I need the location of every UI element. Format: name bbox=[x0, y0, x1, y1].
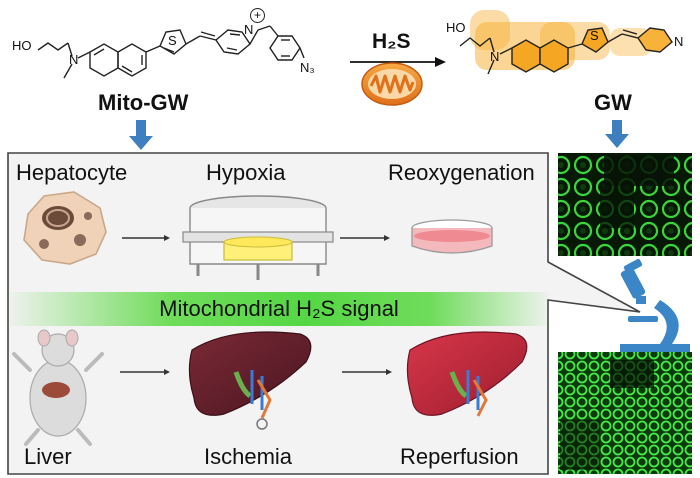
row2-label-liver: Liver bbox=[24, 444, 72, 469]
product-structure bbox=[459, 27, 673, 75]
row1-label-hypoxia: Hypoxia bbox=[206, 160, 286, 185]
product-sulfur-label: S bbox=[590, 28, 599, 43]
row2-label-ischemia: Ischemia bbox=[204, 444, 293, 469]
hypoxia-chamber-icon bbox=[182, 195, 334, 280]
product-hydroxyl-label: HO bbox=[446, 20, 466, 35]
reagent-label: H₂S bbox=[372, 30, 411, 53]
signal-label: Mitochondrial H₂S signal bbox=[159, 296, 399, 321]
product-nitrogen-label: N bbox=[490, 49, 500, 64]
hepatocyte-icon bbox=[23, 191, 107, 265]
row2-label-reperfusion: Reperfusion bbox=[400, 444, 519, 469]
reaction-arrow bbox=[350, 57, 446, 67]
blue-arrow-right bbox=[605, 120, 629, 148]
reperfused-liver-icon bbox=[406, 331, 528, 417]
row1-label-hepatocyte: Hepatocyte bbox=[16, 160, 128, 185]
mouse-icon bbox=[12, 329, 104, 446]
probe-sulfur-label: S bbox=[168, 33, 177, 48]
mitochondrion-icon bbox=[361, 62, 423, 106]
probe-hydroxyl-label: HO bbox=[12, 38, 32, 53]
probe-name: Mito-GW bbox=[98, 90, 189, 115]
microscope-icon bbox=[620, 258, 690, 352]
product-name: GW bbox=[594, 90, 632, 115]
product-pyridine-n-label: N bbox=[674, 34, 684, 49]
probe-pyridinium-n-label: N bbox=[244, 22, 254, 37]
probe-azide-label: N₃ bbox=[300, 60, 315, 75]
probe-nitrogen-label: N bbox=[69, 52, 79, 67]
signal-band: Mitochondrial H₂S signal bbox=[10, 292, 548, 326]
probe-structure bbox=[37, 25, 305, 79]
row1-label-reoxygenation: Reoxygenation bbox=[388, 160, 535, 185]
ischemic-liver-icon bbox=[188, 331, 312, 430]
culture-dish-icon bbox=[411, 219, 493, 254]
blue-arrow-left bbox=[129, 120, 153, 150]
probe-charge-label: + bbox=[250, 8, 265, 23]
